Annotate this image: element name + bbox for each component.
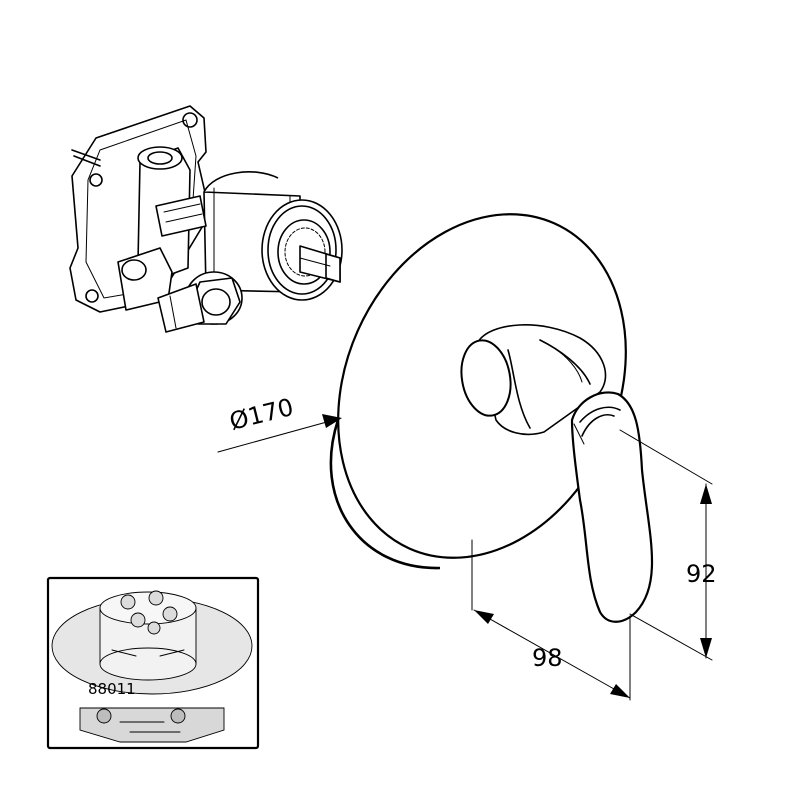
diameter-label: Ø170: [227, 393, 297, 436]
inset-box: 88011: [46, 576, 260, 750]
depth-label: 98: [532, 644, 563, 672]
dimension-lines: [217, 414, 713, 701]
part-number-label: 88011: [88, 680, 136, 698]
arrowhead: [322, 414, 342, 428]
concealed-valve-body: [69, 105, 343, 333]
height-label: 92: [686, 560, 717, 588]
lever-handle: [460, 324, 654, 623]
